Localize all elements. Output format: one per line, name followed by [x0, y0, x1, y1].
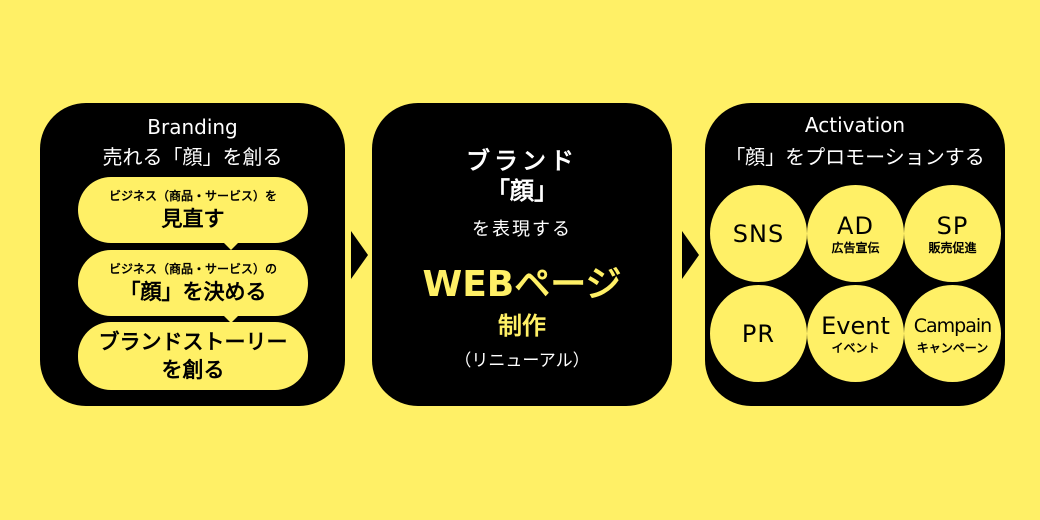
- step-large-text: ブランドストーリー: [98, 330, 288, 354]
- web-panel: ブランド 「顔」 を表現する WEBページ 制作 （リニューアル）: [372, 103, 672, 406]
- channel-label: SNS: [732, 219, 785, 248]
- web-line2: 「顔」: [486, 177, 558, 205]
- web-sub: 制作: [498, 312, 546, 340]
- channel-label: Campain: [913, 314, 992, 337]
- arrow-right-icon: [682, 231, 699, 279]
- step-review-business: ビジネス（商品・サービス）を 見直す: [78, 177, 308, 250]
- web-line3: を表現する: [472, 219, 572, 240]
- channel-sub: イベント: [831, 340, 880, 355]
- connector-notch: [223, 315, 239, 323]
- step-brand-story: ブランドストーリー を創る: [78, 322, 308, 390]
- step-large-text: 見直す: [161, 207, 225, 231]
- step-decide-face: ビジネス（商品・サービス）の 「顔」を決める: [78, 250, 308, 323]
- step-small-text: ビジネス（商品・サービス）の: [108, 262, 277, 276]
- branding-subtitle: 売れる「顔」を創る: [102, 145, 283, 169]
- step-small-text: ビジネス（商品・サービス）を: [108, 189, 277, 203]
- step-large-text: 「顔」を決める: [119, 280, 267, 304]
- connector-notch: [223, 242, 239, 250]
- channel-sub: 広告宣伝: [831, 240, 880, 255]
- channel-event: Event イベント: [807, 285, 904, 382]
- channel-ad: AD 広告宣伝: [807, 185, 904, 282]
- channel-sub: キャンペーン: [916, 340, 989, 355]
- channel-label: AD: [837, 211, 874, 240]
- channel-label: SP: [936, 211, 969, 240]
- channel-campaign: Campain キャンペーン: [904, 285, 1001, 382]
- channel-label: PR: [741, 319, 776, 348]
- channel-sns: SNS: [710, 185, 807, 282]
- web-note: （リニューアル）: [454, 351, 590, 371]
- channel-pr: PR: [710, 285, 807, 382]
- channel-sub: 販売促進: [928, 240, 977, 255]
- web-line1: ブランド: [466, 147, 578, 175]
- arrow-right-icon: [351, 231, 368, 279]
- step-large-text: を創る: [161, 358, 225, 382]
- channel-sp: SP 販売促進: [904, 185, 1001, 282]
- activation-title: Activation: [804, 113, 906, 137]
- activation-subtitle: 「顔」をプロモーションする: [725, 145, 985, 169]
- branding-title: Branding: [147, 115, 238, 139]
- activation-panel: Activation 「顔」をプロモーションする SNS AD 広告宣伝 SP …: [705, 103, 1005, 406]
- web-main: WEBページ: [422, 264, 622, 305]
- branding-panel: Branding 売れる「顔」を創る ビジネス（商品・サービス）を 見直す ビジ…: [40, 103, 345, 406]
- channel-label: Event: [821, 311, 890, 340]
